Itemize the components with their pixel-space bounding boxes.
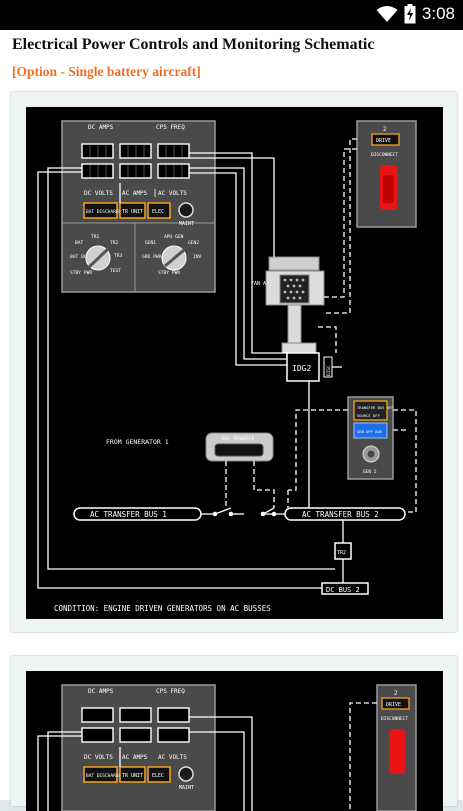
elec-label: ELEC [152, 209, 164, 215]
svg-text:TR UNIT: TR UNIT [122, 773, 143, 779]
tr-unit-label: TR UNIT [122, 209, 143, 215]
svg-text:FAN AIR: FAN AIR [251, 281, 273, 287]
display-dc-amps [81, 143, 114, 159]
transfer-bus-off-light[interactable] [353, 400, 388, 421]
cps-freq-label: CPS FREQ [156, 124, 185, 131]
svg-text:TEST: TEST [110, 268, 121, 274]
svg-text:CPS FREQ: CPS FREQ [156, 688, 185, 695]
display-center-top [119, 143, 152, 159]
svg-text:TRANSFER BUS OFF: TRANSFER BUS OFF [357, 405, 394, 410]
svg-text:TR2: TR2 [110, 240, 119, 246]
page-subtitle: [Option - Single battery aircraft] [12, 64, 201, 79]
svg-text:GEN2: GEN2 [188, 240, 199, 246]
svg-text:STBY PWR: STBY PWR [158, 270, 180, 276]
status-time: 3:08 [421, 4, 455, 23]
dc-amps-label: DC AMPS [88, 124, 114, 131]
svg-text:2: 2 [383, 126, 387, 133]
status-icons: 3:08 [376, 4, 455, 24]
schematic-svg-2: DC AMPS CPS FREQ DC VOLTS AC AMPS AC VOL… [37, 684, 417, 811]
schematic-figure-2[interactable]: DC AMPS CPS FREQ DC VOLTS AC AMPS AC VOL… [11, 656, 457, 811]
schematic-diagram-2: DC AMPS CPS FREQ DC VOLTS AC AMPS AC VOL… [26, 671, 443, 811]
display-dc-volts [81, 163, 114, 179]
maint-button[interactable] [178, 202, 194, 218]
svg-text:AC AMPS: AC AMPS [122, 754, 148, 761]
svg-text:DISCONNECT: DISCONNECT [381, 716, 408, 722]
svg-text:BUS TRANSFER: BUS TRANSFER [222, 436, 255, 442]
schematic-figure[interactable]: DC AMPS CPS FREQ DC VOLTS AC [11, 92, 457, 632]
svg-text:TR1: TR1 [91, 234, 100, 240]
ac-volts-label: AC VOLTS [158, 190, 187, 197]
svg-text:TR2: TR2 [337, 550, 346, 556]
svg-text:BAT: BAT [75, 240, 84, 246]
gen-off-bus-light[interactable] [353, 422, 388, 439]
svg-text:STBY PWR: STBY PWR [70, 270, 92, 276]
from-generator-label: FROM GENERATOR 1 [106, 438, 169, 446]
svg-text:SOURCE OFF: SOURCE OFF [357, 413, 381, 418]
tr-unit-light[interactable] [119, 202, 146, 219]
elec-light[interactable] [147, 202, 171, 219]
wiring-dashed [225, 138, 417, 513]
svg-text:APU GEN: APU GEN [164, 234, 184, 240]
idg2-label: IDG2 [292, 364, 311, 373]
svg-text:AC VOLTS: AC VOLTS [158, 754, 187, 761]
svg-text:TR3: TR3 [114, 253, 123, 259]
wifi-icon [376, 6, 398, 22]
display-cps-freq [157, 143, 190, 159]
svg-text:GEN1: GEN1 [145, 240, 156, 246]
schematic-svg: DC AMPS CPS FREQ DC VOLTS AC [37, 120, 417, 613]
bat-discharge-label: BAT DISCHARGE [86, 209, 122, 215]
page-title: Electrical Power Controls and Monitoring… [12, 36, 375, 53]
svg-text:BAT BUS: BAT BUS [70, 254, 90, 260]
idg2-box [286, 352, 320, 382]
dc-volts-label: DC VOLTS [84, 190, 113, 197]
svg-text:DRIVE: DRIVE [376, 138, 391, 144]
svg-text:DC VOLTS: DC VOLTS [84, 754, 113, 761]
schematic-diagram: DC AMPS CPS FREQ DC VOLTS AC [26, 107, 443, 619]
svg-text:MAINT: MAINT [179, 785, 194, 791]
bat-discharge-light[interactable] [83, 202, 118, 219]
page-content[interactable]: Electrical Power Controls and Monitoring… [0, 30, 463, 811]
condition-label: CONDITION: ENGINE DRIVEN GENERATORS ON A… [54, 604, 271, 613]
status-bar: 3:08 [0, 0, 463, 30]
wiring-solid [37, 152, 344, 589]
svg-text:BAT DISCHARGE: BAT DISCHARGE [86, 773, 122, 779]
maint-label: MAINT [179, 221, 194, 227]
svg-text:INV: INV [193, 254, 202, 260]
ac-amps-label: AC AMPS [122, 190, 148, 197]
svg-text:DC AMPS: DC AMPS [88, 688, 114, 695]
svg-text:ELEC: ELEC [152, 773, 164, 779]
svg-text:AC TRANSFER BUS 1: AC TRANSFER BUS 1 [90, 510, 167, 519]
svg-text:DRIVE: DRIVE [386, 702, 401, 708]
display-ac-amps [119, 163, 152, 179]
svg-text:AC TRANSFER BUS 2: AC TRANSFER BUS 2 [302, 510, 379, 519]
svg-text:GEN 2: GEN 2 [363, 469, 377, 475]
battery-charging-icon [404, 4, 416, 24]
svg-text:GEN OFF BUS: GEN OFF BUS [357, 429, 383, 434]
svg-text:2: 2 [394, 690, 398, 697]
svg-text:DISCONNECT: DISCONNECT [371, 152, 398, 158]
svg-text:DISC: DISC [326, 365, 332, 376]
drive-light[interactable] [371, 133, 400, 146]
svg-text:GRD PWR: GRD PWR [142, 254, 162, 260]
fan-air-duct-top [268, 256, 320, 271]
svg-text:DC BUS 2: DC BUS 2 [326, 586, 360, 594]
display-ac-volts [157, 163, 190, 179]
